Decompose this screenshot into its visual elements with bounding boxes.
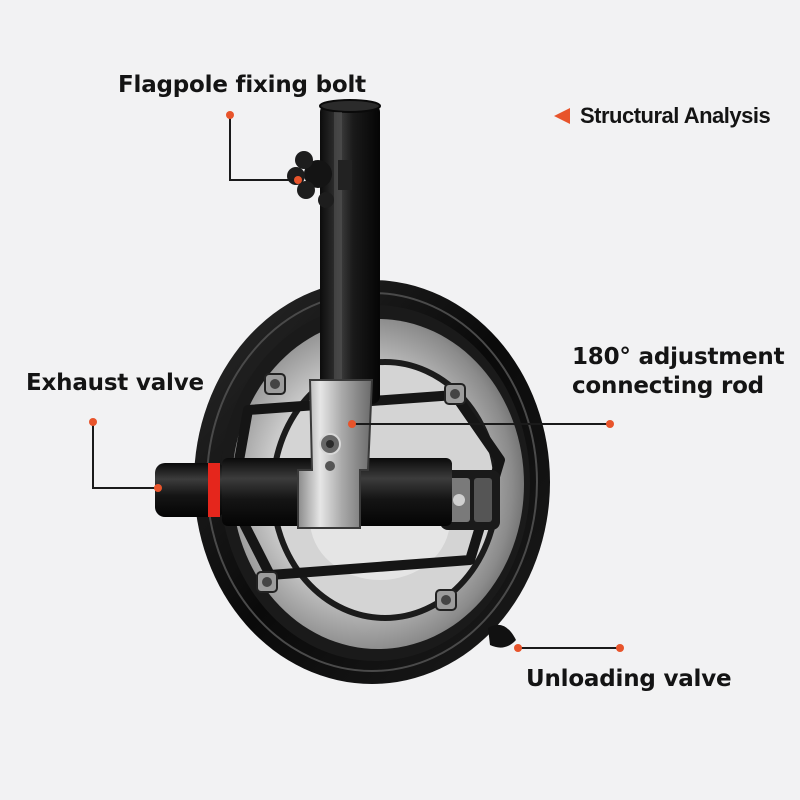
leader-flagpole [229,115,298,181]
section-title: Structural Analysis [580,103,771,128]
pump-lever [440,470,500,530]
dot-exhaust-start [89,418,97,426]
dot-unload-start [514,644,522,652]
dot-rod-start [348,420,356,428]
leader-exhaust [92,422,158,489]
steel-joint [297,379,374,529]
leader-lines [92,115,620,649]
screw-top-right [444,383,466,405]
triangle-left-icon [554,108,570,124]
dot-exhaust-end [154,484,162,492]
exhaust-valve-band [208,463,220,517]
screw-bottom-left [256,571,278,593]
dot-unload-end [616,644,624,652]
callout-flagpole-fixing-bolt: Flagpole fixing bolt [118,72,366,98]
leader-dots [89,111,624,652]
callout-unloading-valve: Unloading valve [526,666,732,692]
dot-flagpole-start [226,111,234,119]
screw-top-left [264,373,286,395]
dot-flagpole-end [294,176,302,184]
screw-bottom-right [435,589,457,611]
callout-connecting-rod-line2: connecting rod [572,373,764,399]
dot-rod-end [606,420,614,428]
callout-exhaust-valve: Exhaust valve [26,370,204,396]
unloading-valve-nub [488,624,516,648]
flagpole-tube [319,99,381,404]
fixing-bolt-knob [287,151,352,208]
callout-connecting-rod-line1: 180° adjustment [572,344,785,370]
